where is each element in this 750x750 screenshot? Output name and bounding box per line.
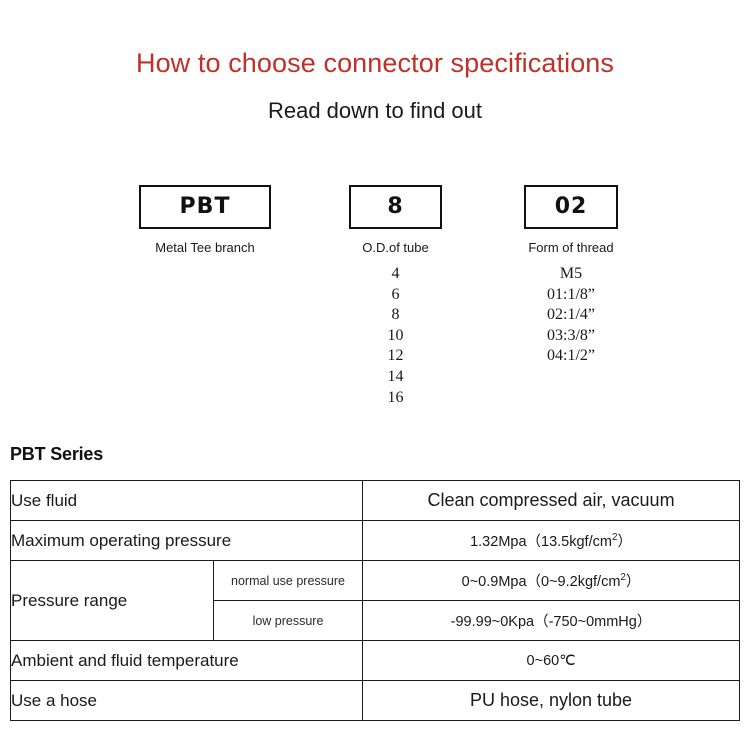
code-option: 6 [391, 285, 400, 303]
table-cell-label: Ambient and fluid temperature [9, 640, 364, 681]
code-option: 14 [387, 367, 404, 385]
table-cell-value: PU hose, nylon tube [362, 680, 741, 721]
table-row: low pressure-99.99~0Kpa（-750~0mmHg） [11, 600, 741, 641]
table-cell-label: Use a hose [9, 680, 364, 721]
code-caption-thread: Form of thread [528, 240, 614, 255]
table-cell-value: 0~0.9Mpa（0~9.2kgf/cm2） [362, 560, 741, 601]
series-label: PBT Series [10, 444, 104, 464]
code-group-series: PBT Metal Tee branch [139, 185, 271, 264]
code-box-thread: 02 [524, 185, 618, 229]
table-cell-label: Use fluid [9, 480, 364, 521]
table-cell-sublabel: low pressure [212, 600, 364, 641]
code-option: 10 [387, 326, 404, 344]
table-cell-sublabel: normal use pressure [212, 560, 364, 601]
page-title: How to choose connector specifications [135, 48, 615, 78]
code-option: 16 [387, 388, 404, 406]
table-cell-value: 1.32Mpa（13.5kgf/cm2） [362, 520, 741, 561]
table-cell-label: Pressure range [10, 560, 214, 641]
code-box-thread-value: 02 [554, 194, 588, 219]
code-option: 4 [391, 265, 400, 282]
code-options-thread: M5 01:1/8” 02:1/4” 03:3/8” 04:1/2” [524, 264, 618, 367]
code-caption-od: O.D.of tube [362, 240, 429, 255]
code-caption-series: Metal Tee branch [155, 240, 255, 255]
code-box-series: PBT [139, 185, 271, 229]
code-option: 04:1/2” [547, 347, 595, 365]
code-group-od: 8 O.D.of tube 4 6 8 10 12 14 16 [349, 185, 442, 408]
page-subtitle: Read down to find out [267, 98, 483, 123]
code-option: 01:1/8” [547, 285, 595, 303]
code-option: 02:1/4” [547, 306, 595, 324]
code-group-thread: 02 Form of thread M5 01:1/8” 02:1/4” 03:3/8… [524, 185, 618, 367]
table-cell-value: -99.99~0Kpa（-750~0mmHg） [362, 600, 741, 641]
code-box-od: 8 [349, 185, 442, 229]
code-box-series-value: PBT [179, 194, 231, 219]
table-cell-value: Clean compressed air, vacuum [362, 480, 741, 521]
code-option: 03:3/8” [547, 326, 595, 344]
code-option: 12 [387, 347, 404, 365]
code-option: M5 [559, 265, 583, 282]
code-options-od: 4 6 8 10 12 14 16 [349, 264, 442, 408]
code-box-od-value: 8 [387, 194, 404, 219]
code-option: 8 [391, 306, 400, 324]
table-cell-value: 0~60℃ [362, 640, 741, 681]
table-cell-label: Maximum operating pressure [9, 520, 364, 561]
